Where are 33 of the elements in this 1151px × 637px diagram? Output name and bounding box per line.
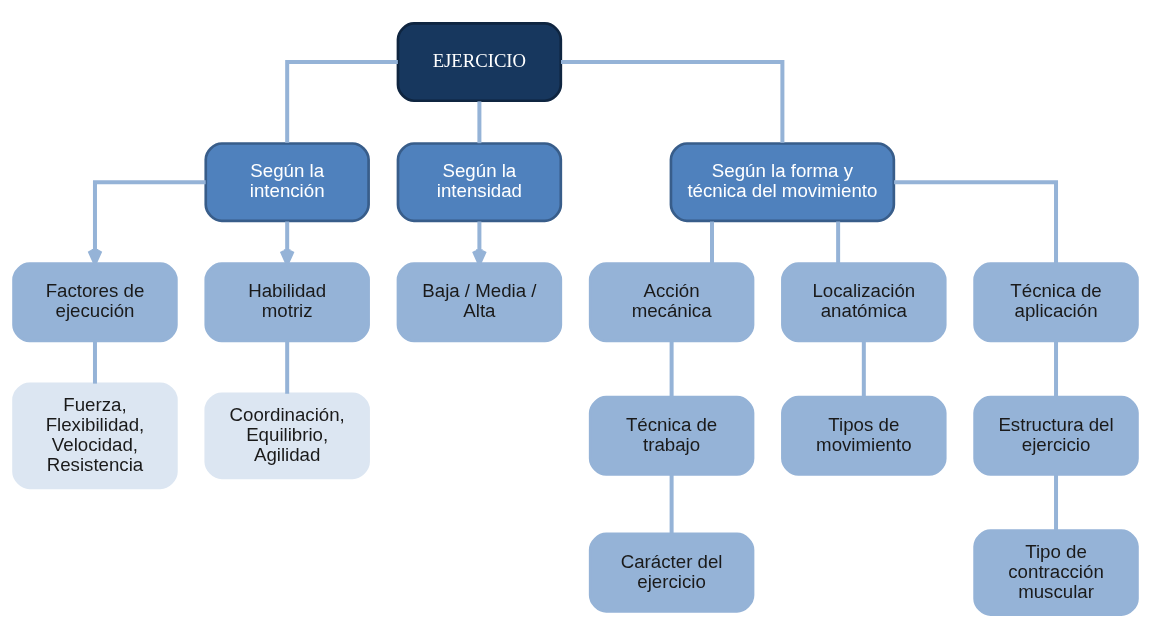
node-box: Acción mecánica (588, 261, 755, 342)
connector (836, 221, 841, 263)
node-box: Técnica de trabajo (588, 395, 755, 476)
node-box: Coordinación, Equilibrio, Agilidad (204, 391, 370, 479)
arrow (279, 221, 295, 265)
node-box: Técnica de aplicación (973, 261, 1139, 342)
node-box: Tipo de contracción muscular (973, 528, 1139, 616)
node-box: EJERCICIO (396, 21, 563, 102)
node-box: Según la intención (204, 141, 370, 222)
node-box: Factores de ejecución (12, 261, 178, 342)
connector (861, 340, 866, 397)
arrow (472, 221, 487, 265)
node-box: Fuerza, Flexibilidad, Velocidad, Resistencia (12, 381, 178, 489)
connector (1054, 340, 1059, 397)
arrow (87, 179, 206, 265)
connector (669, 474, 674, 534)
node-box: Carácter del ejercicio (588, 532, 755, 613)
connector (285, 340, 290, 394)
node-box: Localización anatómica (781, 261, 947, 342)
connector (669, 340, 674, 397)
node-box: Habilidad motriz (204, 261, 370, 342)
connector (1054, 474, 1059, 530)
node-box: Estructura del ejercicio (973, 395, 1139, 476)
connector (561, 59, 785, 143)
node-box: Tipos de movimiento (781, 395, 947, 476)
connector (477, 100, 482, 143)
node-box: Según la forma y técnica del movimiento (669, 141, 896, 222)
node-box: Según la intensidad (396, 141, 563, 222)
node-box: Baja / Media / Alta (396, 261, 563, 342)
connector (894, 179, 1059, 263)
connector (285, 59, 398, 143)
connector (710, 221, 714, 263)
connector (92, 340, 97, 384)
